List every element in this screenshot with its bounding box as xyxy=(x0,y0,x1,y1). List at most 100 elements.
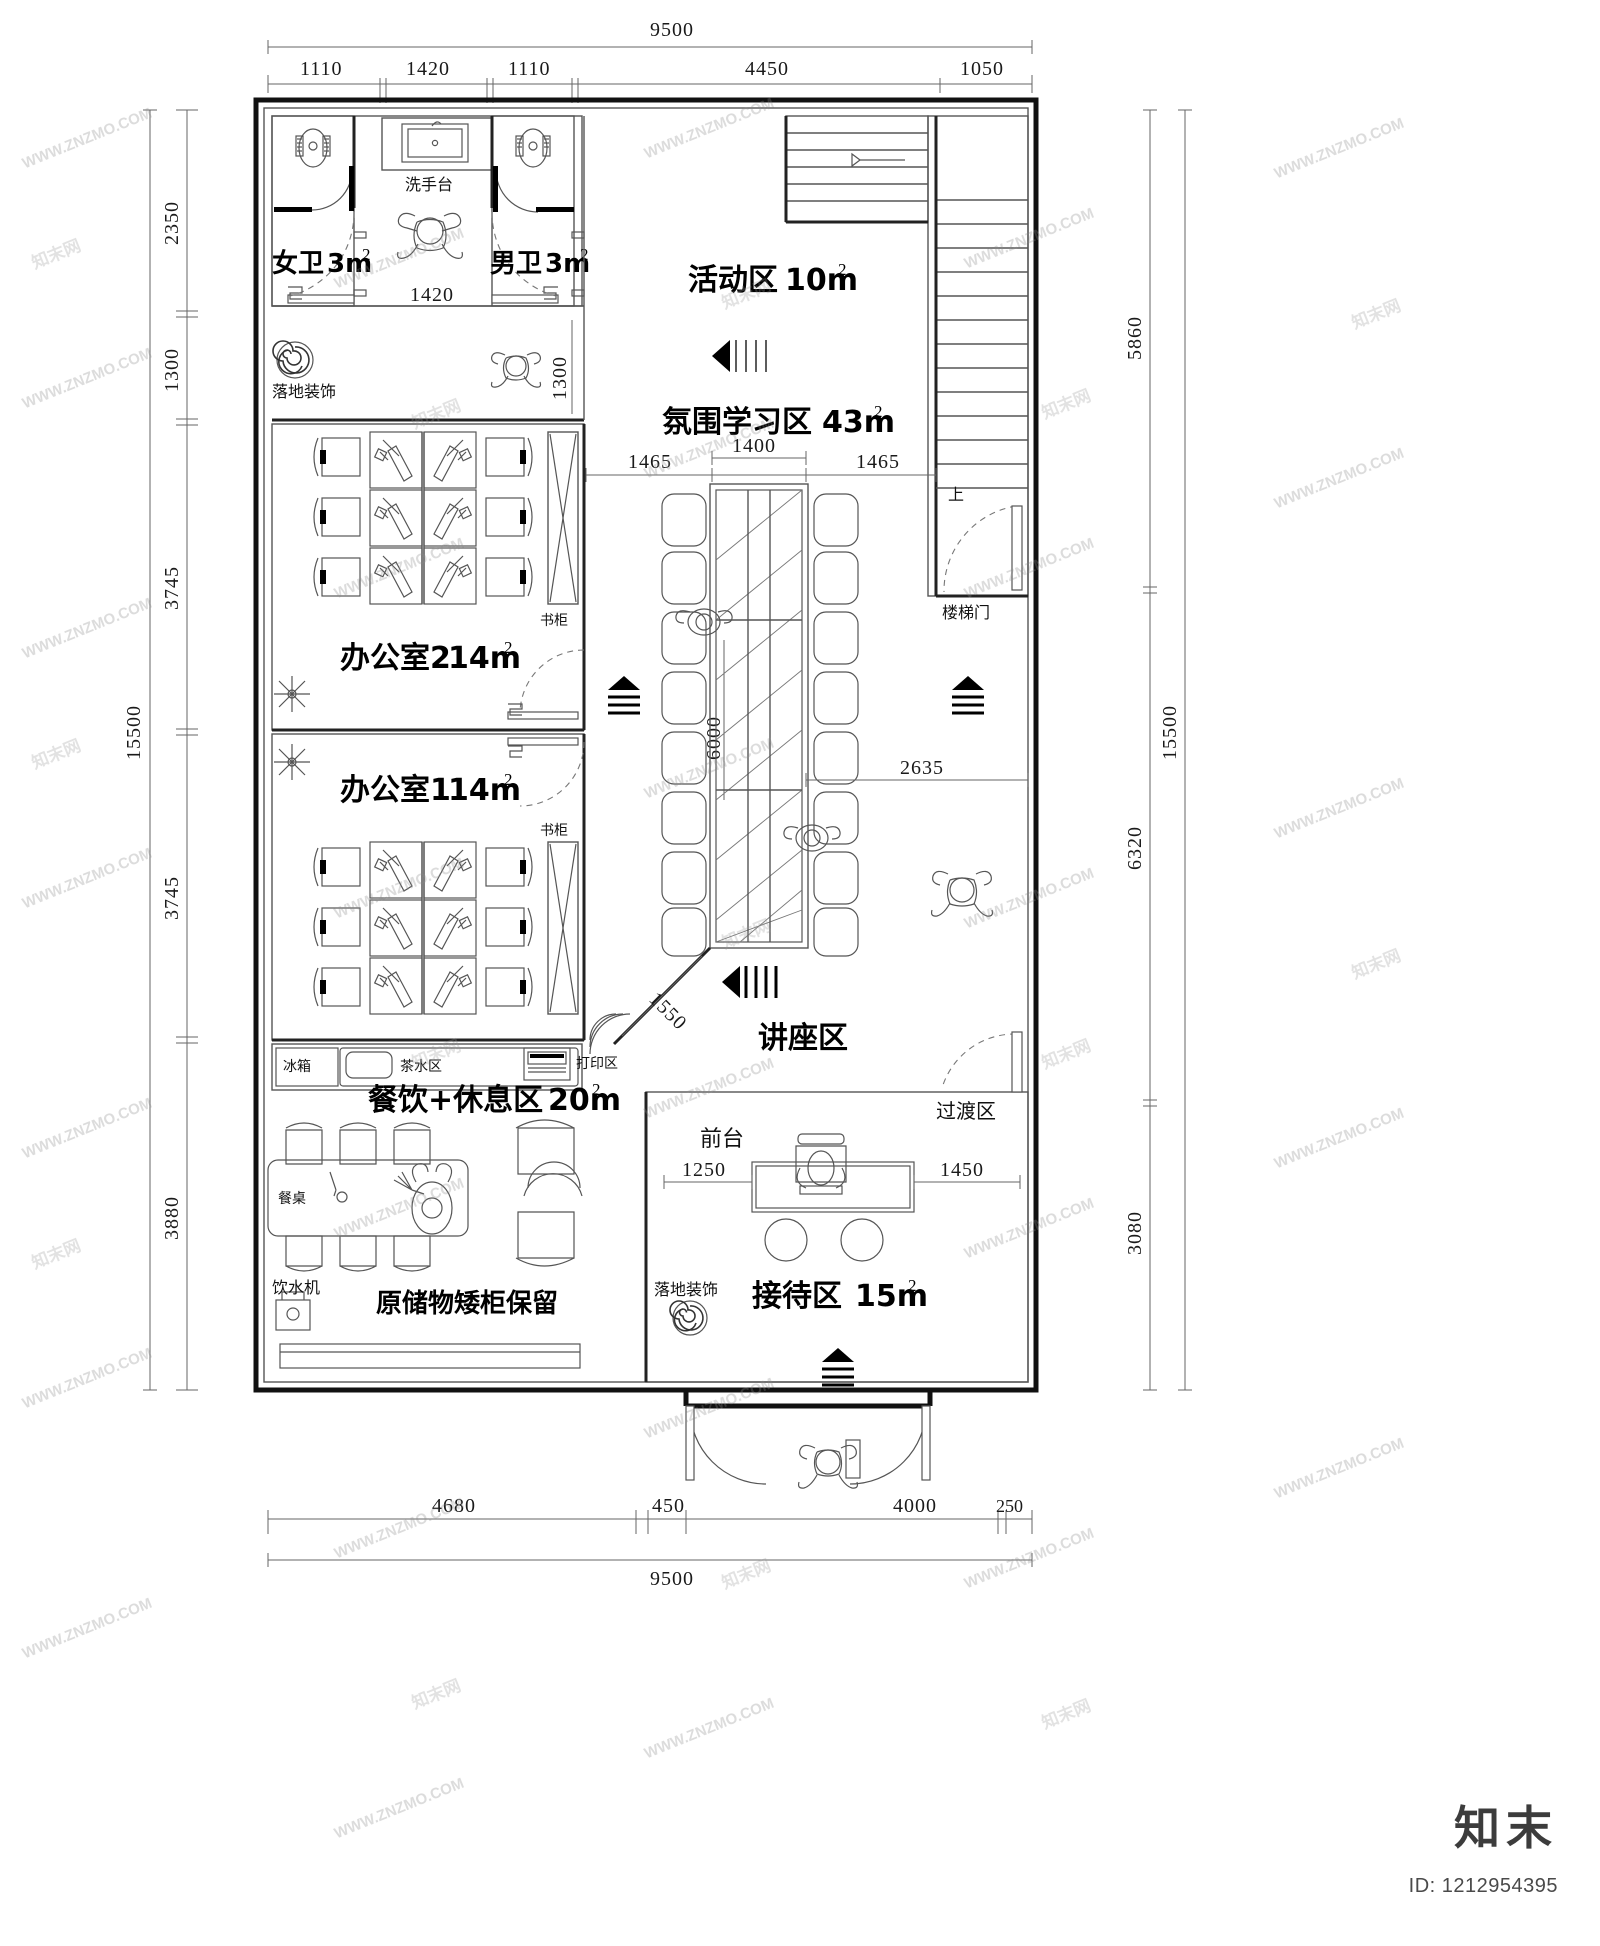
dim-top-seg-3: 4450 xyxy=(745,58,789,80)
print-area-label: 打印区 xyxy=(576,1055,618,1072)
activity-area-val: 10m xyxy=(785,263,858,298)
dim-study-left: 1465 xyxy=(628,451,672,473)
brand-logo: 知末 xyxy=(1454,1801,1558,1855)
direction-arrow-entrance xyxy=(822,1348,854,1387)
office1-name: 办公室1 xyxy=(340,773,451,808)
dimension-top: 9500 1110 1420 1110 4450 1050 xyxy=(267,19,1033,103)
dim-top-seg-1: 1420 xyxy=(406,58,450,80)
activity-name: 活动区 xyxy=(688,263,778,298)
dining-rest-area: 冰箱 茶水区 打印区 餐饮+休息区 20m 2 餐桌 xyxy=(267,1043,621,1369)
transition-label: 过渡区 xyxy=(936,1099,996,1123)
storage-cabinet-label: 原储物矮柜保留 xyxy=(376,1288,558,1319)
drawing-id: ID: 1212954395 xyxy=(1408,1875,1558,1897)
plant-office1 xyxy=(274,744,310,780)
direction-arrow-left-mid xyxy=(608,676,640,715)
dining-table: 餐桌 xyxy=(267,1159,469,1237)
diagonal-wall: 1550 xyxy=(589,946,712,1055)
dim-study-table-width: 1400 xyxy=(732,435,776,457)
reception-area: 落地装饰 前台 xyxy=(644,1091,1029,1383)
dim-washbasin-1420: 1420 xyxy=(410,284,454,306)
dining-chairs-top xyxy=(285,1122,431,1165)
reception-stools xyxy=(764,1218,884,1262)
office1-chairs xyxy=(313,847,533,1007)
office2-sup: 2 xyxy=(504,638,513,657)
stair-door-zone: 上 楼梯门 xyxy=(936,485,1028,622)
tea-area-label: 茶水区 xyxy=(400,1059,442,1075)
room-label-male-wc: 男卫 3m 2 xyxy=(490,245,590,279)
bookcase-office2 xyxy=(547,431,579,605)
study-chairs-right xyxy=(813,493,859,957)
dim-study-right: 1465 xyxy=(856,451,900,473)
lecture-name: 讲座区 xyxy=(758,1021,848,1056)
washbasin-counter xyxy=(381,117,493,171)
study-area-label: 氛围学习区 43m 2 xyxy=(662,402,895,440)
restroom-doors xyxy=(287,211,585,304)
person-figure-entrance xyxy=(797,1444,859,1489)
dim-1550: 1550 xyxy=(644,988,691,1035)
person-figure-dining xyxy=(411,1163,453,1235)
dim-2635: 2635 xyxy=(900,757,944,779)
reception-name: 接待区 xyxy=(752,1279,842,1314)
dining-chairs-bottom xyxy=(285,1235,431,1272)
person-figure-lecture xyxy=(930,870,994,917)
study-long-table xyxy=(709,483,809,949)
toilet-female xyxy=(295,128,331,168)
reception-sup: 2 xyxy=(908,1276,917,1295)
bookcase-office1-label: 书柜 xyxy=(540,823,568,839)
dim-right-total: 15500 xyxy=(1159,705,1181,760)
male-wc-area: 3m xyxy=(545,249,590,279)
dim-bottom-total: 9500 xyxy=(650,1568,694,1590)
floor-decor-icon-bottom xyxy=(669,1300,708,1336)
front-desk-label: 前台 xyxy=(700,1127,744,1152)
dimension-bottom: 4680 450 4000 250 9500 xyxy=(267,1495,1033,1590)
office2-name: 办公室2 xyxy=(340,641,451,676)
dim-right-seg-1: 6320 xyxy=(1124,826,1146,870)
office2: 书柜 办公室2 14m 2 xyxy=(271,423,586,732)
reception-area: 15m xyxy=(855,1279,928,1314)
study-area-val: 43m xyxy=(822,405,895,440)
bookcase-office1 xyxy=(547,841,579,1015)
dim-left-seg-1: 1300 xyxy=(161,348,183,392)
reception-desk xyxy=(751,1161,915,1213)
dim-top-total: 9500 xyxy=(650,19,694,41)
dim-study-table-length: 6000 xyxy=(703,716,725,760)
dim-left-seg-4: 3880 xyxy=(161,1196,183,1240)
study-sup: 2 xyxy=(874,402,883,421)
dim-left-seg-2: 3745 xyxy=(161,566,183,610)
office1-sup: 2 xyxy=(504,770,513,789)
person-figure-study-top xyxy=(675,608,733,636)
dim-bottom-seg-1: 450 xyxy=(652,1495,685,1517)
direction-arrow-right-mid xyxy=(952,676,984,715)
dim-right-seg-2: 3080 xyxy=(1124,1211,1146,1255)
dimension-left: 15500 2350 1300 3745 3745 3880 xyxy=(123,109,198,1391)
toilet-male xyxy=(515,128,551,168)
plant-office2 xyxy=(274,676,310,712)
transition-area: 过渡区 xyxy=(936,1031,1023,1123)
corridor-band: 落地装饰 1300 xyxy=(272,116,585,422)
water-dispenser-label: 饮水机 xyxy=(272,1278,320,1297)
male-wc-name: 男卫 xyxy=(490,249,542,279)
direction-arrow-lecture xyxy=(722,966,778,998)
floor-decor-label-bottom: 落地装饰 xyxy=(654,1280,718,1299)
dim-bottom-seg-0: 4680 xyxy=(432,1495,476,1517)
dim-corridor-1300: 1300 xyxy=(549,356,571,400)
female-wc-name: 女卫 xyxy=(272,248,324,279)
activity-sup: 2 xyxy=(838,260,847,279)
office2-desk-cluster xyxy=(313,431,533,605)
lounge-chairs xyxy=(515,1119,583,1267)
floor-decor-icon-top xyxy=(272,340,314,379)
office1: 办公室1 14m 2 xyxy=(271,733,586,1042)
dim-top-seg-2: 1110 xyxy=(508,58,551,80)
dim-reception-right: 1450 xyxy=(940,1159,984,1181)
office1-area: 14m xyxy=(448,773,521,808)
dim-bottom-seg-2: 4000 xyxy=(893,1495,937,1517)
female-wc-area: 3m xyxy=(327,249,372,279)
stair-door-label: 楼梯门 xyxy=(942,603,990,622)
dining-name: 餐饮+休息区 xyxy=(368,1083,543,1118)
fridge-label: 冰箱 xyxy=(283,1059,311,1075)
study-chairs-left xyxy=(661,493,707,957)
person-figure-receptionist xyxy=(795,1133,847,1195)
washbasin-label: 洗手台 xyxy=(405,175,453,194)
dimension-right: 5860 6320 3080 15500 xyxy=(1124,109,1192,1391)
